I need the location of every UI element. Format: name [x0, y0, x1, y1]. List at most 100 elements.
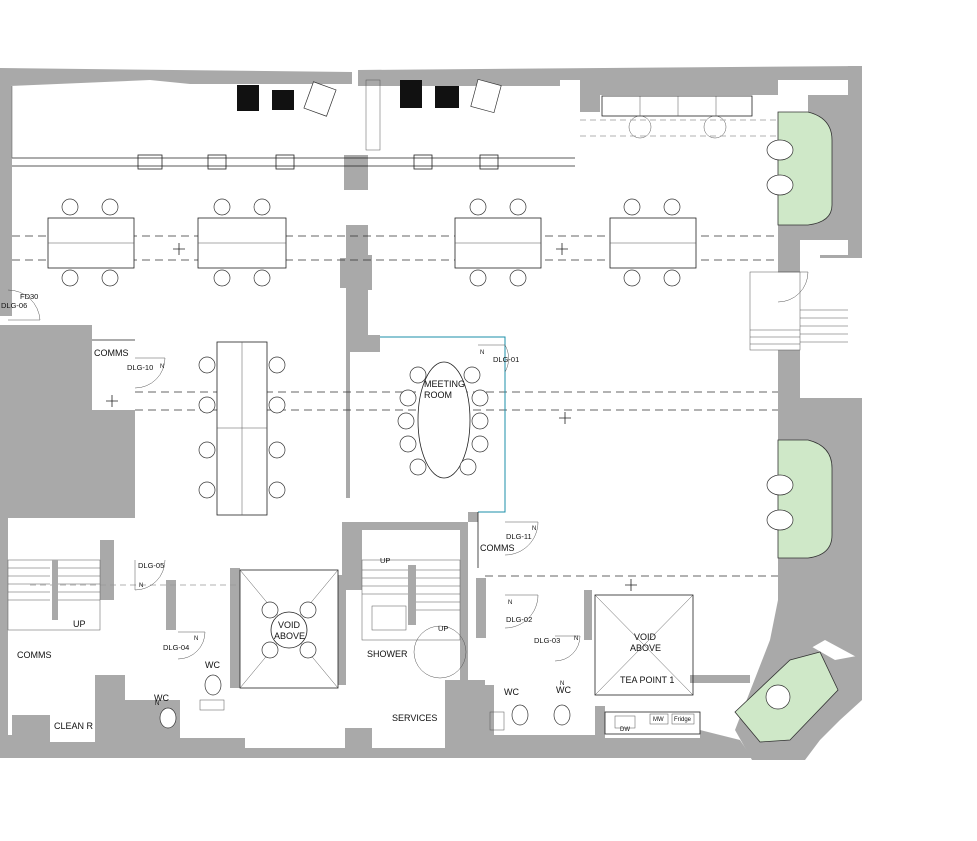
- wall-right: [820, 66, 862, 258]
- window-pier-5: [479, 154, 499, 170]
- label-dlg11: DLG-11: [506, 532, 532, 541]
- stair-mid: [361, 559, 461, 641]
- label-tea-point: TEA POINT 1: [620, 675, 674, 685]
- chair-2c: [213, 269, 231, 287]
- counter-sink: [614, 715, 636, 729]
- label-meeting-line1: MEETING: [424, 379, 465, 389]
- marker-1: [173, 243, 185, 255]
- light-markers: [106, 243, 637, 591]
- label-up-mid: UP: [380, 556, 390, 565]
- sofa: [601, 95, 753, 117]
- void-left-table: [270, 611, 308, 649]
- meeting-chair-7: [471, 389, 489, 407]
- n-mark-5: N: [194, 636, 198, 642]
- terrace-table-1: [272, 90, 294, 110]
- stair-left-treads: [8, 567, 100, 601]
- side-table-1: [628, 115, 652, 139]
- chair-5g: [268, 441, 286, 459]
- meeting-chair-4: [399, 435, 417, 453]
- desk-clusters: [47, 198, 697, 516]
- label-wc4: WC: [556, 685, 571, 695]
- appliance-labels: MW Fridge DW: [620, 717, 692, 733]
- wall-void-right: [338, 575, 346, 685]
- planter-seat-5: [765, 684, 791, 710]
- chair-3d: [509, 269, 527, 287]
- meeting-room: [380, 336, 506, 513]
- chair-1a: [61, 198, 79, 216]
- window-pier-4: [413, 154, 433, 170]
- chair-1d: [101, 269, 119, 287]
- stair-right-treads: [750, 309, 848, 345]
- label-void2-line1: VOID: [634, 632, 657, 642]
- planter-seat-1: [766, 139, 794, 161]
- chair-4a: [623, 198, 641, 216]
- n-mark-4: N: [139, 583, 143, 589]
- label-dlg04: DLG-04: [163, 643, 189, 652]
- chair-3b: [509, 198, 527, 216]
- void-chair-2: [299, 601, 317, 619]
- wall-top-left: [0, 68, 352, 86]
- marker-2: [556, 243, 568, 255]
- planters: [734, 111, 839, 743]
- meeting-chair-8: [471, 412, 489, 430]
- chair-5e: [268, 356, 286, 374]
- wall-chunk-4: [476, 578, 486, 638]
- basin-2: [489, 711, 505, 731]
- chair-3c: [469, 269, 487, 287]
- marker-3: [106, 395, 118, 407]
- stair-mid-treads: [362, 569, 460, 611]
- label-dw: DW: [620, 727, 630, 733]
- terrace-lounger-1: [303, 81, 337, 117]
- n-mark-2: N: [480, 350, 484, 356]
- door-swing-dlg04: [177, 631, 206, 660]
- label-up-stair: UP: [438, 624, 448, 633]
- door-swing-dlg05: [134, 559, 166, 591]
- door-swing-dlg11: [504, 521, 539, 556]
- n-mark-3: N: [532, 526, 536, 532]
- n-mark-1: N: [160, 364, 164, 370]
- window-pier-3: [275, 154, 295, 170]
- label-void1-line1: VOID: [278, 620, 301, 630]
- label-up-left: UP: [73, 619, 86, 629]
- chair-5a: [198, 356, 216, 374]
- door-swing-dlg10: [134, 357, 166, 389]
- side-table-2: [703, 115, 727, 139]
- terrace-furniture: [237, 78, 502, 151]
- label-mw: MW: [653, 717, 664, 723]
- wall-chunk-2: [100, 540, 114, 600]
- label-fd30: FD30: [20, 292, 38, 301]
- wall-central-pillar: [340, 258, 372, 288]
- label-wc1: WC: [205, 660, 220, 670]
- terrace-lounger-2: [470, 78, 502, 114]
- door-swing-dlg03: [554, 635, 581, 662]
- planter-seat-3: [766, 474, 794, 496]
- wall-left-block: [0, 325, 135, 518]
- terrace-table-2: [435, 86, 459, 108]
- marker-5: [625, 579, 637, 591]
- void-chair-3: [261, 641, 279, 659]
- label-shower: SHOWER: [367, 649, 408, 659]
- terrace-chair-2: [400, 80, 422, 108]
- label-comms-mid: COMMS: [480, 543, 515, 553]
- wall-left-top: [0, 86, 12, 316]
- window-pier-2: [207, 154, 227, 170]
- meeting-chair-1: [409, 366, 427, 384]
- toilet-2: [159, 707, 177, 729]
- room-labels: COMMS MEETING ROOM COMMS COMMS UP UP UP …: [17, 348, 674, 731]
- stairs: [7, 271, 848, 641]
- meeting-chair-9: [471, 435, 489, 453]
- n-mark-6: N: [508, 600, 512, 606]
- label-comms-left: COMMS: [17, 650, 52, 660]
- wall-central-spine: [346, 225, 380, 498]
- chair-4c: [623, 269, 641, 287]
- meeting-chair-2: [399, 389, 417, 407]
- counter-mw: [649, 713, 669, 725]
- void-chair-1: [261, 601, 279, 619]
- wall-chunk-1: [344, 155, 368, 190]
- wall-left-lower: [0, 518, 8, 758]
- door-swing-dlg02: [504, 594, 539, 629]
- door-swings: [7, 271, 809, 662]
- chair-5h: [268, 481, 286, 499]
- meeting-chair-6: [463, 366, 481, 384]
